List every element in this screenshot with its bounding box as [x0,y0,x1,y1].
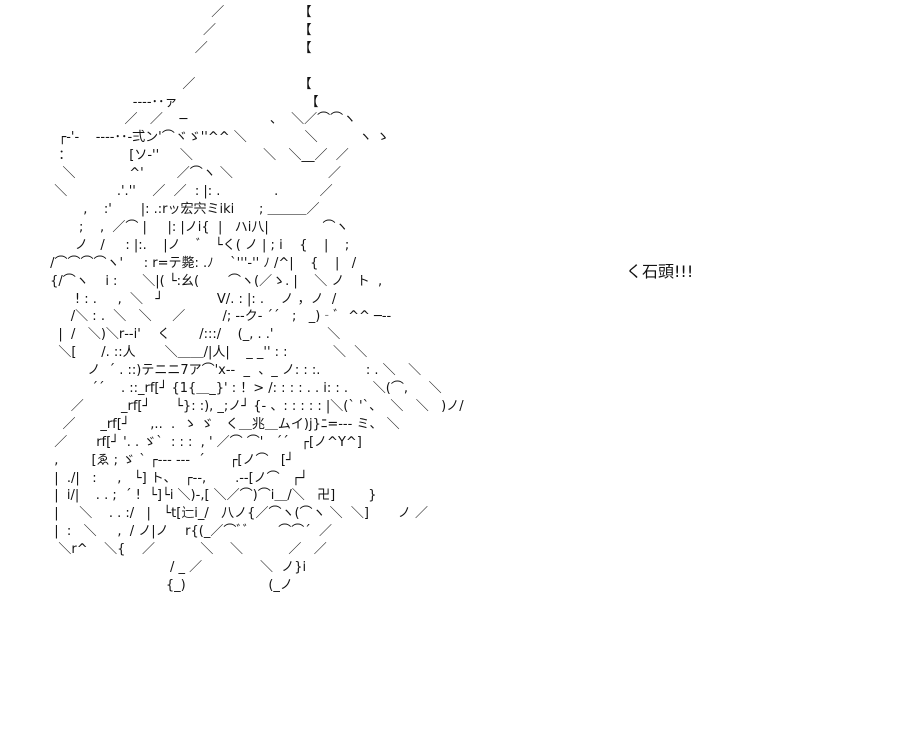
art-line: , [ゑ ; ゞ ` ┌‐‐‐ ‐‐‐ ´ ┌[ノ⌒ [┘ [46,452,294,468]
art-line: ＼ ^' ／⌒ヽ ＼ ／ [46,166,341,182]
art-line: ／ 【 [46,5,312,20]
art-line: ／ rf[┘ '. . ゞ` : : : , ' ／⌒ ⌒' ´´ ┌[ノ^Y^… [46,434,362,450]
art-line: , :' |: .:rッ宏宍ミiki ; ＿＿＿／ [46,201,320,217]
art-line: ／ 【 [46,22,312,38]
art-line: ! : . , ＼ ┘ V/. : |: . ノ ，ノ / [46,291,337,307]
art-line: | i/| . . ; ´ ! └]└i ＼)‐,[ ＼／⌒)⌒i＿/＼ 卍] … [46,488,377,504]
art-line: /⌒⌒⌒⌒ヽ' : r=テ斃: .ﾉ `'''‐'' ﾉ /^| { | / [46,255,357,271]
art-line: | / ＼)＼r‐‐i' く /:::/ (_, . .' ＼ [46,327,341,343]
art-line: | ./| : , └] ト、 ┌‐‐, .‐‐[ノ⌒ ┌┘ [46,470,308,486]
art-line: ┌‐'‐ ‐‐‐‐･･‐弍ン'⌒ヾゞ''^^ ＼ ＼ ヽ ゝ [46,130,390,146]
art-line: ： [ソ‐'' ＼ ＼ ＼__／ ／ [46,148,349,164]
art-line: ＼[ /. ::人 ＼＿＿/|人| _ _'' : : ＼ ＼ [46,345,368,361]
art-line: ／ 【 [46,40,312,56]
art-line: ノ / : |:. |ノ ﾞ └く( ノ | ; i { | ; [46,237,350,253]
art-line: ´´ . ::_rf[┘ {1{＿_}' : ！> /: : : : . . i… [46,381,442,397]
art-line: {/⌒ヽ i : ＼|( └:幺( ⌒ヽ(／ゝ. | ＼ ノ ト , [46,273,383,289]
art-line: ／ _rf[┘ ,.. . ゝ ゞ く＿兆＿ムイ)j}ﾆ=‐‐‐ ミ、 ＼ [46,416,400,432]
art-line: ／ ／ ─ 、 ＼／⌒⌒ヽ [46,112,357,128]
speech-caption: く石頭!!! [626,262,694,281]
art-line: {_) (_ノ [46,578,293,593]
art-line: ／ 【 [46,76,312,92]
art-line: ＼ .'.'' ／ ／ : |: . . ／ [46,184,333,200]
art-line: /＼ : . ＼ ＼ ／ /; ‐‐ク‐ ´´ ; _)‐ﾞ ^^ ─‐‐ [46,309,392,325]
art-line: ノ ´ . ::)テニニ7ア⌒'x‐- _ 、_ ノ: : :. : . ＼ ＼ [46,363,422,379]
art-line: ; , ／⌒ | |: |ノi{ | ハi八| ⌒ヽ [46,219,349,235]
art-line: / _ ／ ＼ ノ}i [46,560,307,576]
art-line: ／ _rf[┘ └}: :), _;ノ┘ {‐ 、: : : : : |＼(` … [46,398,464,414]
art-line: ‐‐‐‐･･ァ 【 [46,94,319,110]
ascii-art: ／ 【 ／ 【 ／ 【 ／ [46,4,464,595]
art-line: | ＼ . . :/ | └t[辷i_/ 八ノ{／⌒ヽ(⌒ヽ ＼ ＼] ノ ／ [46,506,429,522]
art-line: ＼r^ ＼{ ／ ＼ ＼ ／ ／ [46,542,327,558]
art-line: | : ＼ , / ノ|ノ r{(_／⌒ﾞﾞ ⌒⌒´ ／ [46,524,333,540]
